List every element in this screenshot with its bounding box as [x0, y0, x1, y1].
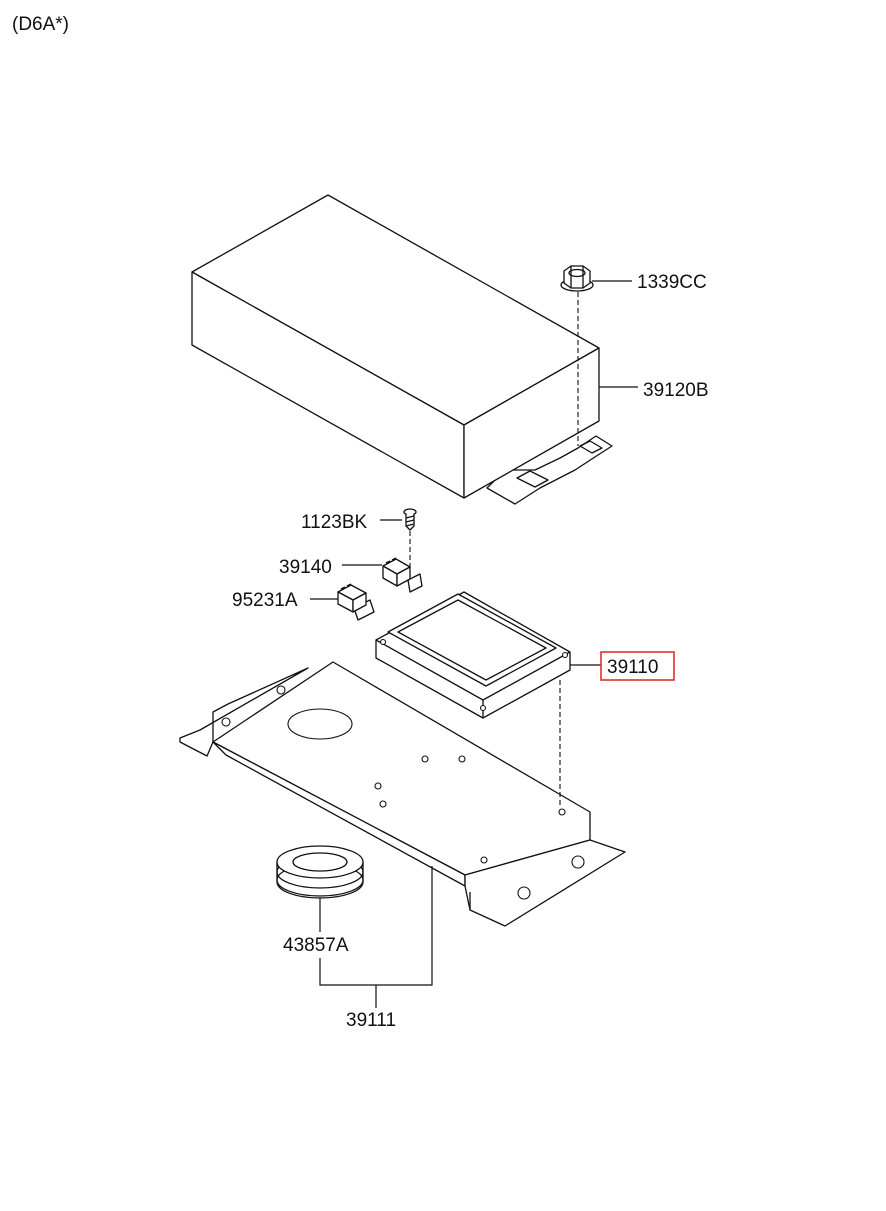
diagram-heading: (D6A*) — [12, 14, 69, 35]
relay-95231a — [337, 583, 375, 621]
part-label-39110[interactable]: 39110 — [607, 657, 658, 678]
part-highlight-box-39110 — [600, 651, 675, 681]
control-unit-39110 — [375, 591, 571, 719]
grommet-43857a — [276, 845, 364, 899]
bracket-plate-39111 — [179, 661, 626, 927]
part-label-39120b[interactable]: 39120B — [643, 380, 709, 401]
part-label-1339cc[interactable]: 1339CC — [637, 272, 707, 293]
housing-box-39120b — [191, 194, 613, 505]
part-label-43857a[interactable]: 43857A — [283, 935, 349, 956]
relay-39140 — [382, 557, 423, 593]
part-label-1123bk[interactable]: 1123BK — [301, 512, 368, 533]
part-label-95231a[interactable]: 95231A — [232, 590, 298, 611]
part-label-39140[interactable]: 39140 — [279, 557, 332, 578]
screw-1123bk — [403, 508, 417, 531]
flange-nut-1339cc — [560, 265, 594, 292]
part-label-39111[interactable]: 39111 — [346, 1010, 396, 1031]
